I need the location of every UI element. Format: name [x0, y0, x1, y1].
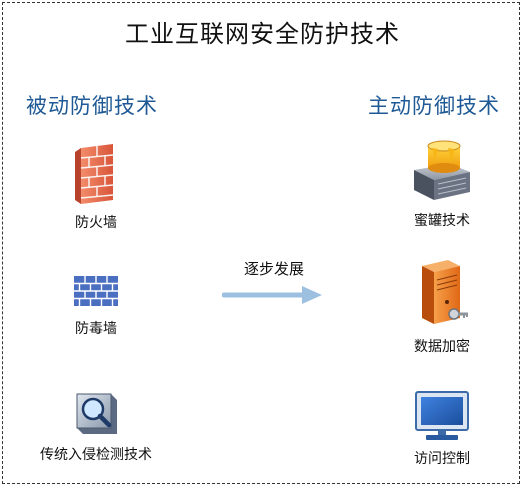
- active-heading: 主动防御技术: [368, 94, 500, 118]
- firewall-label: 防火墙: [75, 215, 117, 231]
- transition-arrow-group: 逐步发展: [221, 258, 326, 309]
- active-item-data-encryption: 数据加密: [352, 258, 525, 356]
- passive-item-firewall: 防火墙: [6, 142, 186, 232]
- passive-heading: 被动防御技术: [26, 94, 158, 118]
- firewall-icon: [75, 144, 114, 204]
- server-key-icon: [422, 260, 468, 324]
- active-item-access-control: 访问控制: [352, 390, 525, 468]
- right-arrow-icon: [221, 286, 322, 304]
- honeypot-label: 蜜罐技术: [414, 213, 470, 229]
- monitor-icon: [415, 391, 469, 440]
- diagram-title: 工业互联网安全防护技术: [125, 20, 400, 48]
- brick-wall-icon: [74, 276, 118, 306]
- dashed-border: [2, 2, 520, 484]
- magnifier-icon: [76, 393, 117, 434]
- passive-item-antivirus-wall: 防毒墙: [6, 276, 186, 338]
- transition-label: 逐步发展: [243, 260, 304, 278]
- antivirus-wall-label: 防毒墙: [75, 321, 117, 337]
- active-item-honeypot: 蜜罐技术: [352, 134, 525, 230]
- passive-item-intrusion-detection: 传统入侵检测技术: [6, 390, 186, 464]
- intrusion-detection-label: 传统入侵检测技术: [40, 447, 152, 463]
- access-control-label: 访问控制: [414, 451, 470, 467]
- honeypot-server-icon: [414, 140, 470, 200]
- data-encryption-label: 数据加密: [414, 339, 470, 355]
